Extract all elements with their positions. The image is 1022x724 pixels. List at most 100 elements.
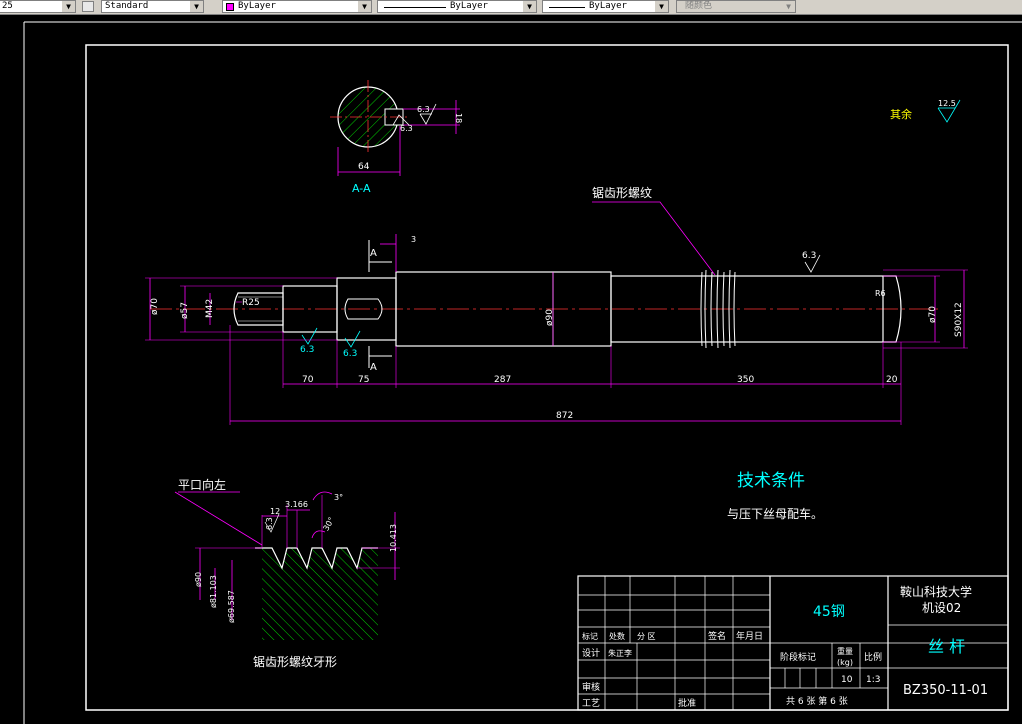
rough-c: 6.3 bbox=[802, 251, 816, 261]
thread-depth: 10.413 bbox=[389, 524, 398, 552]
keyway-slot bbox=[344, 298, 383, 320]
roughness-icon bbox=[344, 330, 361, 348]
chevron-down-icon[interactable]: ▼ bbox=[782, 1, 795, 12]
color-combo[interactable]: ByLayer ▼ bbox=[222, 0, 372, 13]
roughness-icon bbox=[264, 513, 280, 533]
thread-callout: 锯齿形螺纹 bbox=[592, 185, 652, 200]
thread-groove bbox=[700, 269, 736, 349]
surface-rest-value: 12.5 bbox=[938, 99, 956, 108]
color-swatch-icon bbox=[226, 3, 234, 11]
thread-crest: 3.166 bbox=[285, 500, 308, 509]
roughness-icon bbox=[392, 114, 410, 126]
rough-a: 6.3 bbox=[300, 345, 314, 355]
dim-radius: R25 bbox=[242, 298, 260, 308]
section-label: A-A bbox=[352, 182, 371, 195]
section-a-a: 64 18 6.3 6.3 A-A bbox=[330, 80, 463, 195]
linetype-combo[interactable]: ByLayer ▼ bbox=[377, 0, 537, 13]
len-dim-1: 70 bbox=[302, 375, 314, 385]
cad-drawing-area[interactable]: 64 18 6.3 6.3 A-A 其余 12.5 锯齿形螺纹 bbox=[0, 15, 1022, 724]
thread-major-d: ø90 bbox=[194, 572, 203, 587]
roughness-icon bbox=[937, 99, 961, 123]
color-value: ByLayer bbox=[238, 1, 276, 11]
properties-toolbar: 25 ▼ Standard ▼ ByLayer ▼ ByLayer ▼ ByLa… bbox=[0, 0, 1022, 15]
dim-d2: ø57 bbox=[180, 302, 190, 319]
tb-header-sign: 签名 bbox=[708, 630, 726, 642]
linetype-sample bbox=[384, 7, 446, 8]
total-length: 872 bbox=[556, 411, 573, 421]
section-depth-dim: 18 bbox=[454, 113, 463, 123]
lineweight-sample bbox=[549, 7, 585, 8]
thread-rough: 6.3 bbox=[265, 517, 274, 530]
tech-req-item: 与压下丝母配车。 bbox=[727, 506, 823, 521]
tb-weight-unit: (kg) bbox=[837, 658, 853, 667]
chevron-down-icon[interactable]: ▼ bbox=[358, 1, 371, 12]
dim-chamfer: R6 bbox=[875, 289, 886, 298]
dimscale-combo[interactable]: 25 ▼ bbox=[0, 0, 76, 13]
tb-school: 鞍山科技大学 bbox=[900, 584, 972, 599]
shaft-thread-body bbox=[610, 275, 884, 343]
tb-part-name: 丝 杆 bbox=[928, 637, 965, 656]
linetype-value: ByLayer bbox=[450, 1, 488, 11]
inner-frame bbox=[85, 44, 1009, 711]
text-style-combo[interactable]: Standard ▼ bbox=[101, 0, 204, 13]
thread-angle-back: 30° bbox=[321, 516, 336, 533]
chevron-down-icon[interactable]: ▼ bbox=[190, 1, 203, 12]
lineweight-combo[interactable]: ByLayer ▼ bbox=[542, 0, 669, 13]
tb-scale-value: 1:3 bbox=[866, 675, 880, 685]
tb-design-label: 设计 bbox=[582, 647, 600, 659]
tb-approve-label: 批准 bbox=[678, 697, 696, 709]
thread-grooves bbox=[700, 269, 736, 349]
lineweight-value: ByLayer bbox=[589, 1, 627, 11]
tb-designer: 朱正李 bbox=[608, 648, 632, 658]
tb-material: 45钢 bbox=[813, 604, 845, 620]
tb-weight-label: 重量 bbox=[837, 646, 853, 656]
tb-class: 机设02 bbox=[922, 601, 961, 615]
roughness-icon bbox=[301, 327, 318, 345]
thread-leader bbox=[592, 201, 716, 276]
shaft-right-end bbox=[883, 275, 902, 343]
thread-hatch bbox=[262, 548, 378, 640]
angle-arc bbox=[311, 530, 326, 539]
tb-weight-value: 10 bbox=[841, 675, 853, 685]
roughness-icon bbox=[419, 103, 437, 125]
thread-minor-d: ø81.103 bbox=[209, 575, 218, 608]
surface-rest-note: 其余 12.5 bbox=[890, 99, 961, 123]
chevron-down-icon[interactable]: ▼ bbox=[655, 1, 668, 12]
thread-angle-front: 3° bbox=[334, 493, 343, 502]
roughness-icon bbox=[804, 254, 821, 273]
cut-marker-bottom: A bbox=[370, 362, 377, 373]
rough-b: 6.3 bbox=[343, 349, 357, 359]
len-dim-3: 287 bbox=[494, 375, 511, 385]
cut-marker-top: A bbox=[370, 248, 377, 259]
offset-dim: 3 bbox=[411, 235, 416, 244]
label-leader bbox=[174, 491, 263, 546]
text-style-value: Standard bbox=[105, 1, 149, 11]
shaft-end-m42 bbox=[233, 292, 284, 326]
tb-header-zone: 分 区 bbox=[637, 632, 656, 641]
tb-process-label: 工艺 bbox=[582, 698, 600, 709]
thread-profile-detail: 平口向左 ø90 ø81.103 ø69.587 12 3.166 6.3 3°… bbox=[174, 477, 400, 669]
tb-sheets: 共 6 张 第 6 张 bbox=[786, 695, 848, 707]
tb-stage-label: 阶段标记 bbox=[780, 651, 816, 663]
chevron-down-icon[interactable]: ▼ bbox=[62, 1, 75, 12]
tech-req-title: 技术条件 bbox=[737, 471, 805, 491]
thread-profile-label: 平口向左 bbox=[178, 477, 226, 492]
dim-thread: S90X12 bbox=[954, 302, 964, 337]
tb-header-mark: 标记 bbox=[582, 631, 598, 641]
chevron-down-icon[interactable]: ▼ bbox=[523, 1, 536, 12]
len-dim-2: 75 bbox=[358, 375, 369, 385]
text-style-icon[interactable] bbox=[82, 1, 94, 12]
dim-d3: M42 bbox=[205, 299, 215, 318]
title-block: 45钢 鞍山科技大学 机设02 丝 杆 BZ350-11-01 标记 处数 分 … bbox=[577, 575, 1009, 711]
plotstyle-value: 随颜色 bbox=[685, 1, 713, 11]
tb-scale-label: 比例 bbox=[864, 651, 882, 663]
section-width-dim: 64 bbox=[358, 162, 370, 172]
tb-header-count: 处数 bbox=[609, 631, 625, 641]
surface-rest-label: 其余 bbox=[890, 107, 912, 121]
plotstyle-combo[interactable]: 随颜色 ▼ bbox=[676, 0, 796, 13]
tb-review-label: 审核 bbox=[582, 681, 600, 693]
section-rough-bottom: 6.3 bbox=[400, 124, 413, 133]
section-rough-top: 6.3 bbox=[417, 105, 430, 114]
thread-pitch: 12 bbox=[270, 507, 280, 516]
angle-arc bbox=[312, 491, 333, 501]
